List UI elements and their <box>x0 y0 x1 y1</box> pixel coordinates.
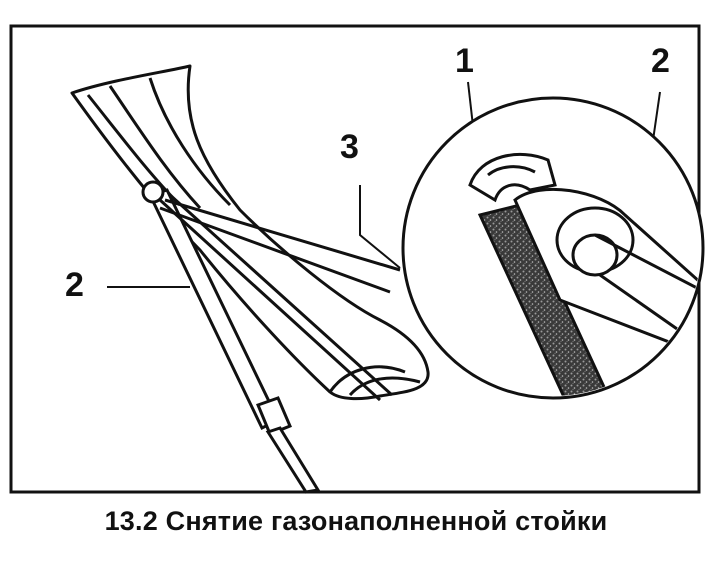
callout-2-left: 2 <box>65 266 84 304</box>
gas-strut <box>141 180 321 494</box>
callout-1: 1 <box>455 42 474 80</box>
tailgate-bracket <box>70 64 430 401</box>
screwdriver <box>158 193 401 402</box>
leader-3 <box>359 185 401 269</box>
detail-magnifier <box>401 96 705 400</box>
callout-2-detail: 2 <box>651 42 670 80</box>
callout-3: 3 <box>340 128 359 166</box>
figure-caption: 13.2 Снятие газонаполненной стойки <box>104 506 608 536</box>
